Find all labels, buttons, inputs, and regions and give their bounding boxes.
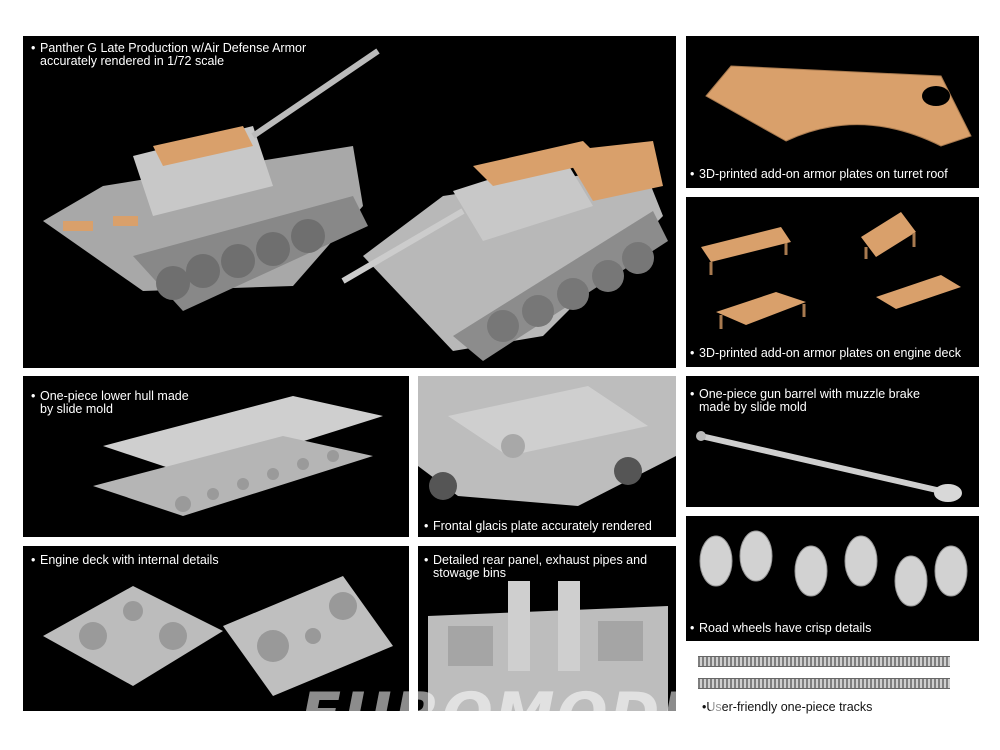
lower-hull-caption-line-1: One-piece lower hull made (40, 389, 189, 403)
main-tank-panel: • Panther G Late Production w/Air Defense… (23, 36, 676, 368)
rear-panel-caption-line-1: Detailed rear panel, exhaust pipes and (433, 553, 648, 567)
lower-hull-panel: •One-piece lower hull made by slide mold (23, 376, 409, 537)
road-wheels-illustration (699, 530, 968, 607)
track-link-strip (698, 656, 950, 667)
rear-panel-illustration (428, 581, 668, 711)
lower-hull-illustration (93, 396, 383, 516)
engine-deck-plates-illustration (701, 212, 961, 329)
track-link-strip (698, 678, 950, 689)
turret-roof-caption: 3D-printed add-on armor plates on turret… (699, 167, 948, 181)
lower-hull-caption-line-2: by slide mold (40, 402, 113, 416)
road-wheels-panel: •Road wheels have crisp details (686, 516, 979, 641)
glacis-panel: •Frontal glacis plate accurately rendere… (418, 376, 676, 537)
gun-barrel-panel: •One-piece gun barrel with muzzle brake … (686, 376, 979, 507)
main-caption-line-1: Panther G Late Production w/Air Defense … (40, 41, 307, 55)
glacis-caption: Frontal glacis plate accurately rendered (433, 519, 652, 533)
gun-barrel-caption-line-1: One-piece gun barrel with muzzle brake (699, 387, 920, 401)
main-caption-line-2: accurately rendered in 1/72 scale (40, 54, 225, 68)
glacis-illustration (418, 376, 676, 506)
engine-deck-caption: Engine deck with internal details (40, 553, 219, 567)
engine-deck-panel: •Engine deck with internal details (23, 546, 409, 711)
gun-barrel-caption-line-2: made by slide mold (699, 400, 807, 414)
turret-roof-panel: •3D-printed add-on armor plates on turre… (686, 36, 979, 188)
engine-deck-plates-caption: 3D-printed add-on armor plates on engine… (699, 346, 961, 360)
gun-barrel-illustration (696, 431, 962, 502)
rear-panel-caption-line-2: stowage bins (433, 566, 506, 580)
turret-roof-plate-illustration (705, 65, 972, 147)
engine-deck-plates-panel: •3D-printed add-on armor plates on engin… (686, 197, 979, 367)
bullet: • (31, 41, 36, 55)
engine-deck-illustration (43, 576, 393, 696)
tracks-caption: User-friendly one-piece tracks (706, 700, 873, 714)
tracks-section: •User-friendly one-piece tracks (688, 648, 980, 718)
watermark-logo: EUROMODEL (300, 680, 745, 750)
rear-panel-panel: •Detailed rear panel, exhaust pipes and … (418, 546, 676, 711)
tank-models-illustration (43, 48, 668, 361)
road-wheels-caption: Road wheels have crisp details (699, 621, 872, 635)
